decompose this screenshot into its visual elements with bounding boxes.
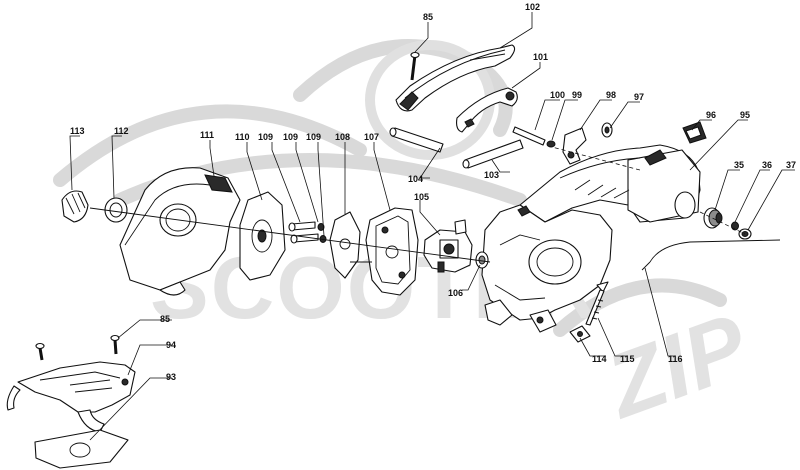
callout-107: 107: [364, 132, 379, 142]
callout-112: 112: [114, 126, 129, 136]
part-107-intake-plate: [365, 207, 419, 296]
callout-99: 99: [572, 90, 582, 100]
callout-102: 102: [525, 2, 540, 12]
callout-97: 97: [634, 92, 644, 102]
callout-105: 105: [414, 192, 429, 202]
callout-116: 116: [668, 354, 683, 364]
callout-110: 110: [235, 132, 250, 142]
guide-line-grommet: [699, 211, 746, 235]
callout-93: 93: [166, 372, 176, 382]
part-93-plate: [34, 429, 129, 469]
part-85-screws-lower: [35, 334, 120, 361]
callout-103: 103: [484, 170, 499, 180]
part-97-spring: [601, 122, 613, 138]
part-96-switch: [682, 121, 707, 144]
callout-36: 36: [762, 160, 772, 170]
part-114-clip: [569, 325, 591, 343]
callout-96: 96: [706, 110, 716, 120]
callout-109-b: 109: [283, 132, 298, 142]
callout-101: 101: [533, 52, 548, 62]
callout-115: 115: [620, 354, 635, 364]
part-100-pin: [512, 126, 546, 146]
callout-109-a: 109: [258, 132, 273, 142]
part-98-trigger: [562, 127, 587, 165]
watermark-tag: ZIP: [592, 295, 761, 438]
part-101-handle-bracket: [456, 87, 518, 133]
callout-106: 106: [448, 288, 463, 298]
part-85-screw-top: [410, 51, 420, 81]
part-105-carburetor: [423, 219, 473, 273]
callout-35: 35: [734, 160, 744, 170]
part-109-screws: [288, 221, 327, 244]
callout-111: 111: [200, 130, 214, 140]
part-103-hose: [462, 139, 524, 169]
assembly-axis-line: [89, 207, 491, 263]
part-102-handle-cover: [395, 44, 516, 112]
part-115-bolt: [585, 281, 609, 326]
guide-line-trigger: [547, 145, 641, 171]
part-108-gasket: [329, 211, 372, 279]
callout-100: 100: [550, 90, 565, 100]
part-112-o-ring: [104, 197, 128, 223]
leader-lines: [69, 12, 795, 441]
callout-109-c: 109: [306, 132, 321, 142]
part-116-cable: [641, 239, 781, 271]
watermark-swoosh-left: [53, 104, 367, 187]
callout-94: 94: [166, 340, 176, 350]
part-95-rear-handle: [519, 144, 701, 223]
callout-95: 95: [740, 110, 750, 120]
part-113-knob: [61, 190, 89, 223]
callout-85-top: 85: [423, 12, 433, 22]
callout-104: 104: [408, 174, 423, 184]
callout-labels: 85 102 101 100 99 98 97 96 95 35 36 37 1…: [70, 2, 796, 382]
callout-108: 108: [335, 132, 350, 142]
callout-98: 98: [606, 90, 616, 100]
part-main-housing: [481, 204, 613, 333]
watermark-swoosh-right: [553, 278, 727, 337]
callout-113: 113: [70, 126, 85, 136]
part-111-filter-cover: [119, 167, 241, 296]
part-110-filter-plate: [239, 191, 286, 281]
callout-85-lower: 85: [160, 314, 170, 324]
part-104-hose: [389, 127, 444, 153]
callout-114: 114: [592, 354, 607, 364]
callout-37: 37: [786, 160, 796, 170]
part-94-bottom-guard: [6, 361, 136, 433]
